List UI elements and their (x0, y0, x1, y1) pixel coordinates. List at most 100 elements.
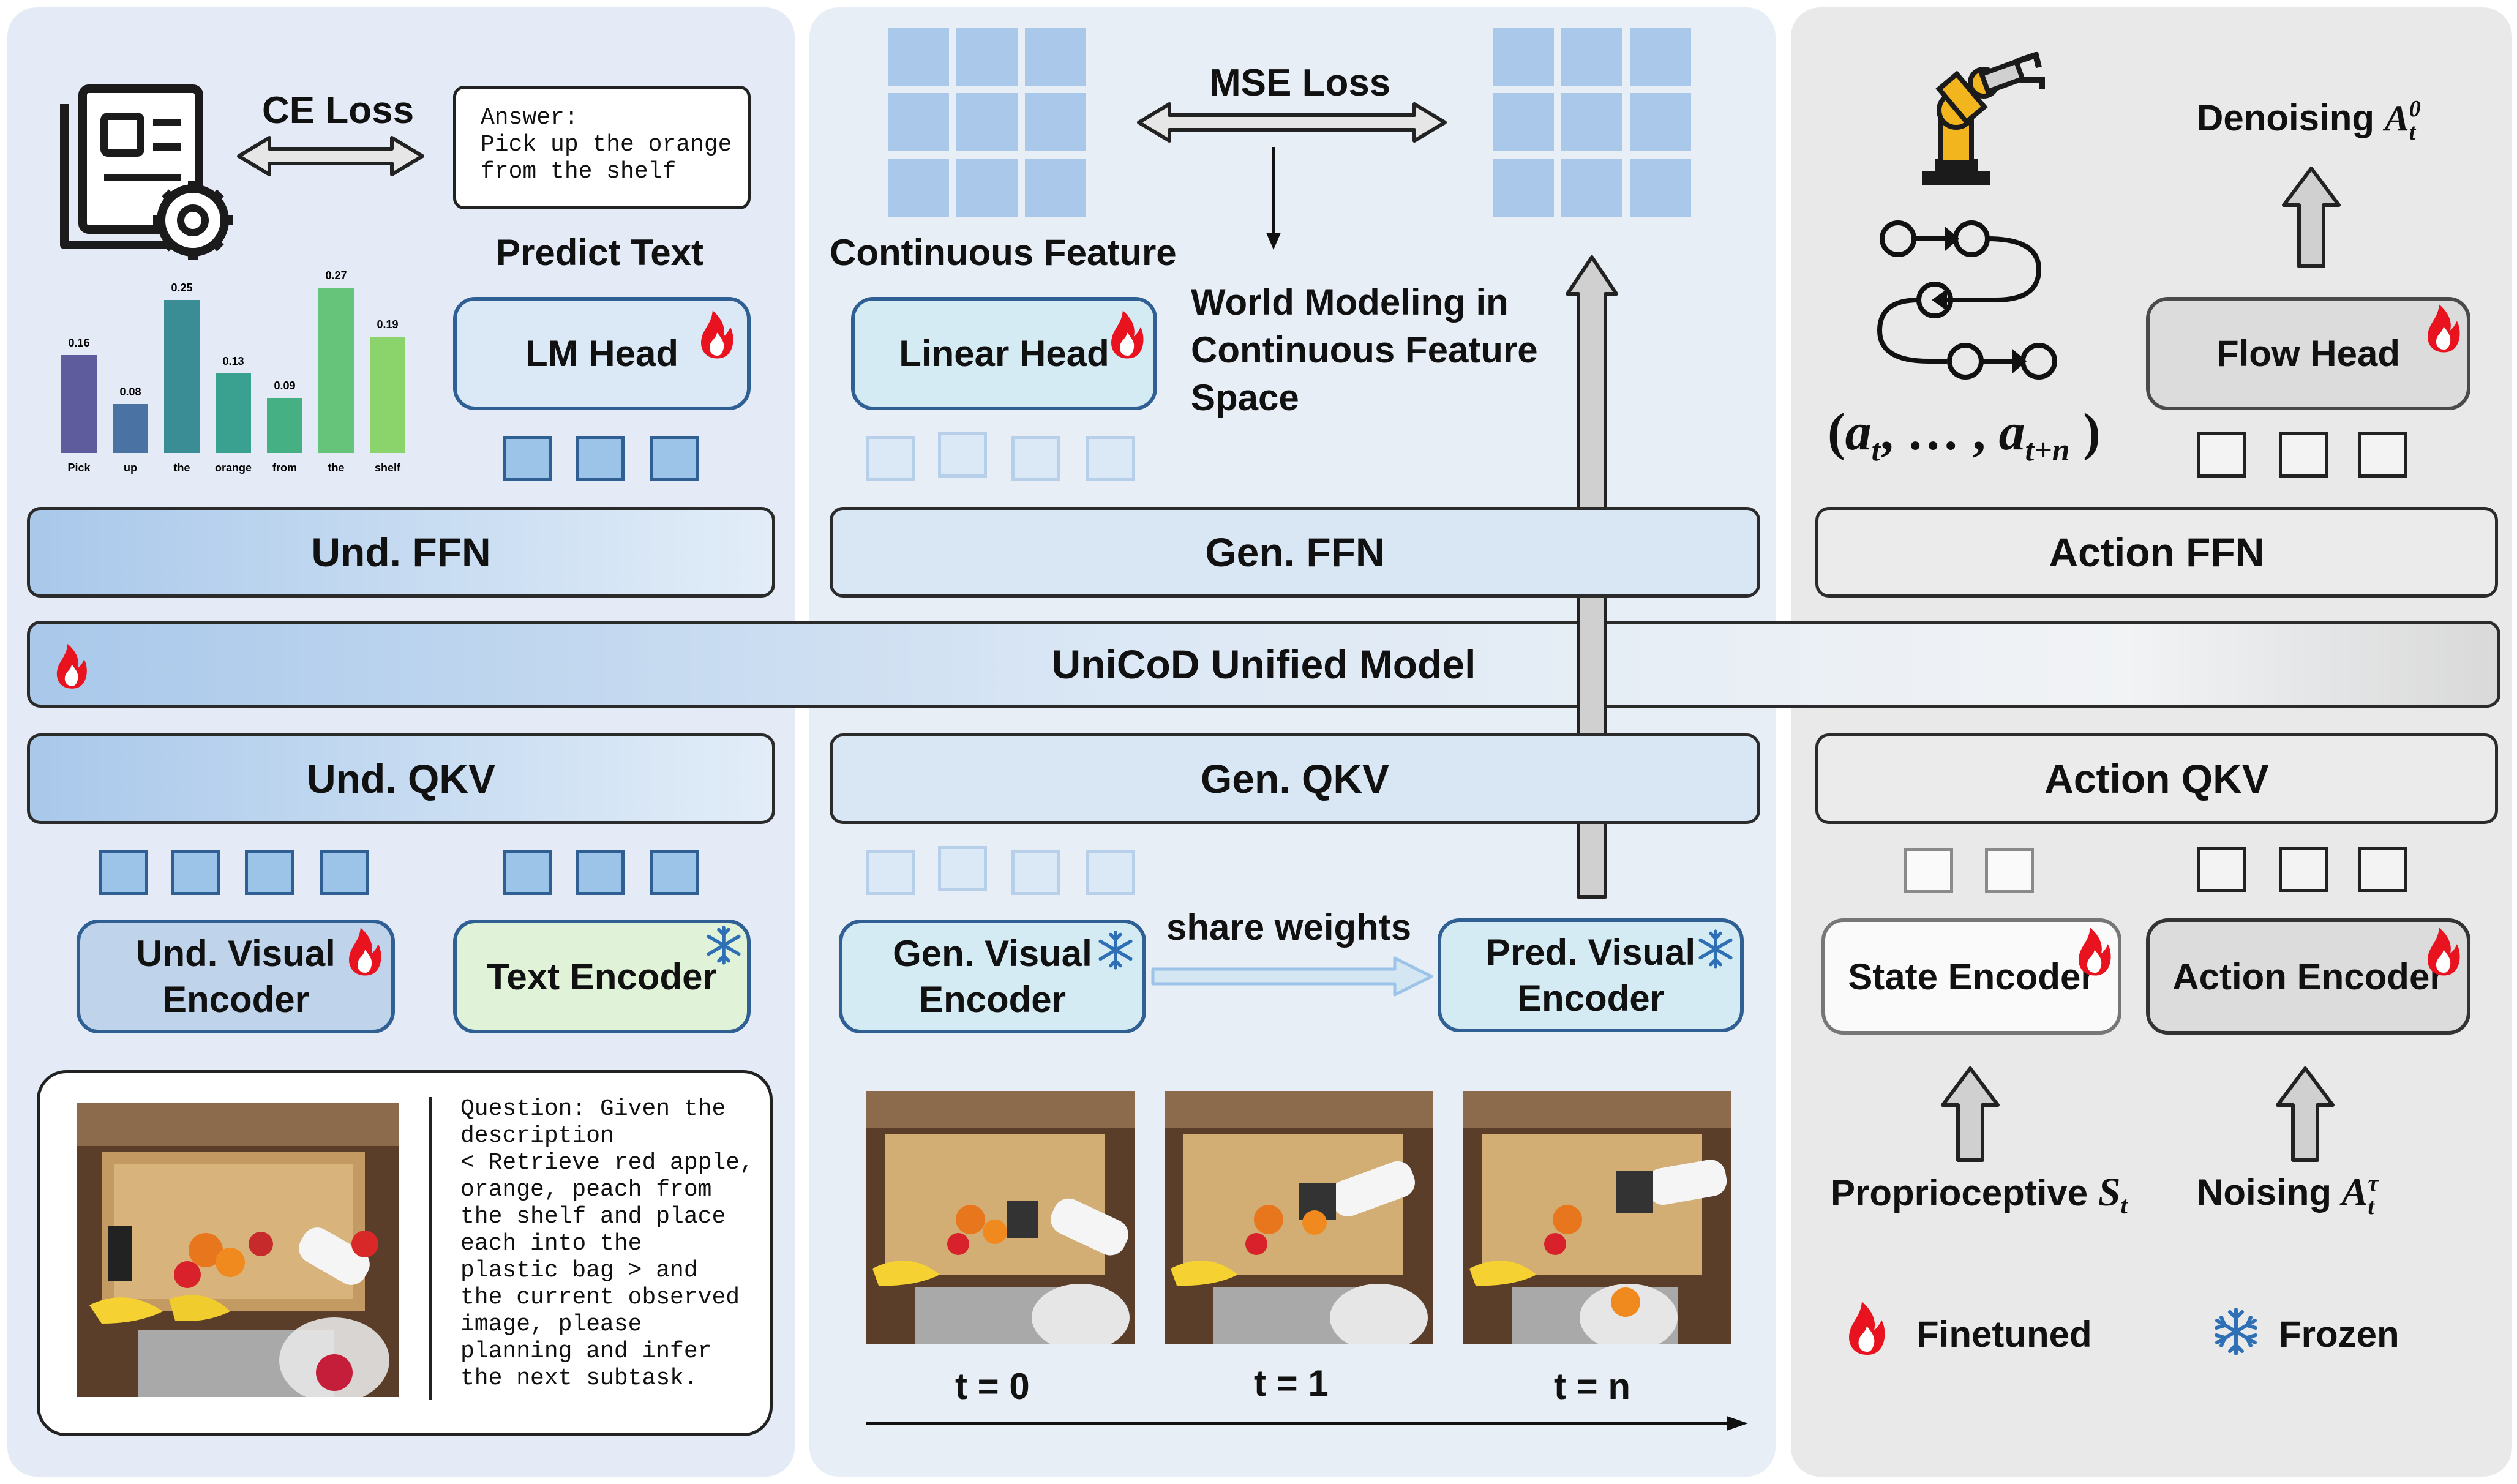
text-encoder-label: Text Encoder (487, 956, 717, 997)
chart-category-label: the (328, 462, 345, 474)
answer-box: Answer: Pick up the orange from the shel… (453, 86, 751, 209)
feature-grid-left (888, 28, 1086, 217)
noising-up-arrow (2276, 1066, 2335, 1162)
legend-flame-icon (1849, 1302, 1885, 1355)
timestep-label: t = 0 (955, 1366, 1030, 1407)
pred-visual-encoder-label: Pred. Visual Encoder (1485, 932, 1696, 1019)
lm-head: LM Head (453, 297, 751, 410)
scene-photo-question (77, 1103, 399, 1397)
chart-value-label: 0.13 (222, 355, 244, 367)
document-gear-icon (60, 84, 233, 260)
frame-t0 (866, 1091, 1135, 1344)
share-weights-arrow (1151, 956, 1433, 997)
und-visual-encoder: Und. Visual Encoder (77, 920, 395, 1033)
action-qkv: Action QKV (1815, 733, 2498, 824)
mse-loss-arrow (1137, 102, 1447, 143)
snowflake-icon (1698, 929, 1733, 969)
action-sequence-label: (at, … , at+n ) (1828, 402, 2101, 468)
lm-token (650, 436, 699, 481)
chart-category-label: up (124, 462, 137, 474)
und-qkv: Und. QKV (27, 733, 775, 824)
gen-input-token (866, 850, 915, 895)
flow-token (2197, 432, 2246, 478)
lm-token (576, 436, 625, 481)
chart-value-label: 0.27 (325, 269, 347, 282)
chart-category-label: Pick (67, 462, 91, 474)
action-encoder: Action Encoder (2146, 918, 2470, 1035)
flow-token (2358, 432, 2407, 478)
snowflake-icon (707, 926, 741, 965)
action-token (2358, 847, 2407, 892)
flame-icon (2428, 928, 2460, 976)
predict-text-label: Predict Text (496, 232, 703, 273)
und-ffn-label: Und. FFN (311, 530, 491, 575)
state-encoder-label: State Encoder (1848, 956, 2095, 997)
flame-icon (701, 310, 733, 359)
gen-input-token (1011, 850, 1060, 895)
text-token (503, 850, 552, 895)
action-token (2197, 847, 2246, 892)
flame-icon (56, 643, 87, 689)
chart-bar (318, 288, 354, 453)
proprioceptive-label: Proprioceptive St (1831, 1170, 2128, 1219)
chart-bar (61, 355, 97, 453)
frame-t1 (1165, 1091, 1433, 1344)
robot-arm-icon (1922, 52, 2045, 185)
feature-grid-right (1493, 28, 1691, 217)
chart-category-label: from (272, 462, 297, 474)
chart-value-label: 0.19 (377, 318, 398, 331)
lm-head-label: LM Head (525, 333, 679, 374)
gen-visual-encoder-label: Gen. Visual Encoder (893, 933, 1092, 1020)
question-divider (429, 1097, 432, 1400)
action-encoder-label: Action Encoder (2172, 956, 2444, 997)
gen-token (1086, 436, 1135, 481)
gen-ffn-label: Gen. FFN (1205, 530, 1385, 575)
world-modeling-label: World Modeling in Continuous Feature Spa… (1191, 282, 1538, 418)
state-token (1904, 848, 1953, 893)
chart-category-label: the (174, 462, 190, 474)
chart-category-label: orange (215, 462, 252, 474)
und-visual-encoder-label: Und. Visual Encoder (136, 933, 336, 1020)
und-ffn: Und. FFN (27, 507, 775, 598)
visual-token (99, 850, 148, 895)
text-token (650, 850, 699, 895)
question-text: Question: Given the description < Retrie… (460, 1096, 754, 1392)
token-probability-chart: 0.16Pick0.08up0.25the0.13orange0.09from0… (61, 269, 405, 474)
gen-ffn: Gen. FFN (830, 507, 1760, 598)
legend-frozen-label: Frozen (2279, 1314, 2399, 1355)
chart-category-label: shelf (375, 462, 401, 474)
timestep-label: t = n (1554, 1366, 1631, 1407)
state-encoder: State Encoder (1821, 918, 2121, 1035)
mse-loss-label: MSE Loss (1209, 62, 1391, 104)
action-sequence-icon (1877, 220, 2057, 380)
action-token (2279, 847, 2328, 892)
action-qkv-label: Action QKV (2044, 756, 2269, 801)
chart-value-label: 0.08 (119, 386, 141, 398)
flame-icon (349, 928, 381, 976)
action-ffn: Action FFN (1815, 507, 2498, 598)
gen-token (866, 436, 915, 481)
visual-token (320, 850, 369, 895)
share-weights-label: share weights (1166, 907, 1412, 948)
mse-down-arrow (1266, 147, 1281, 250)
linear-head: Linear Head (851, 297, 1157, 410)
unified-model-label: UniCoD Unified Model (1051, 642, 1476, 687)
legend-finetuned-label: Finetuned (1916, 1314, 2092, 1355)
linear-head-label: Linear Head (899, 333, 1109, 374)
action-ffn-label: Action FFN (2049, 530, 2265, 575)
chart-bar (216, 373, 251, 453)
lm-token (503, 436, 552, 481)
text-encoder: Text Encoder (453, 920, 751, 1033)
und-qkv-label: Und. QKV (307, 756, 495, 801)
gen-qkv-label: Gen. QKV (1200, 756, 1390, 801)
ce-loss-arrow (237, 136, 424, 176)
gen-input-token (938, 846, 987, 891)
chart-bar (164, 300, 200, 453)
chart-value-label: 0.16 (68, 337, 89, 349)
chart-bar (113, 404, 148, 453)
proprio-up-arrow (1941, 1066, 2000, 1162)
chart-bar (370, 337, 405, 453)
visual-token (245, 850, 294, 895)
